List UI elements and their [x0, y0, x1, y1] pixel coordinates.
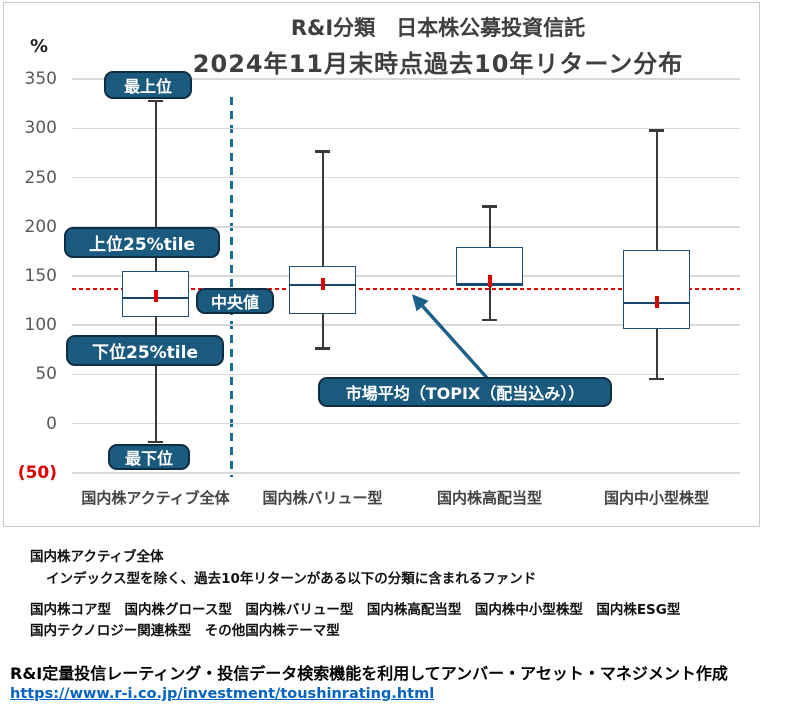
whisker-cap-top [315, 150, 330, 153]
gridline [72, 324, 740, 326]
label-pill-min: 最下位 [108, 444, 190, 470]
y-tick-label: 150 [24, 266, 57, 286]
category-divider-dashed-line [230, 97, 233, 477]
gridline [72, 176, 740, 179]
mean-marker [320, 277, 325, 290]
mean-marker [153, 289, 158, 302]
gridline [72, 226, 740, 228]
whisker-cap-bottom [482, 318, 497, 322]
label-pill-market-average: 市場平均（TOPIX（配当込み）） [318, 377, 612, 407]
y-tick-label: 300 [24, 118, 57, 139]
whisker-line [321, 151, 324, 349]
y-tick-label: 0 [46, 413, 57, 434]
category-label: 国内株高配当型 [436, 489, 542, 507]
footnote-categories-line1: 国内株コア型 国内株グロース型 国内株バリュー型 国内株高配当型 国内株中小型株… [30, 602, 681, 618]
gridline [72, 78, 740, 80]
category-label: 国内中小型株型 [603, 489, 709, 507]
mean-marker [654, 295, 659, 308]
whisker-cap-top [482, 205, 497, 208]
chart-title-line2: 2024年11月末時点過去10年リターン分布 [192, 50, 684, 78]
y-tick-label: (50) [17, 462, 57, 483]
credit-text: R&I定量投信レーティング・投信データ検索機能を利用してアンバー・アセット・マネ… [10, 664, 728, 683]
category-label: 国内株バリュー型 [262, 489, 383, 507]
whisker-cap-bottom [148, 440, 163, 444]
category-label: 国内株アクティブ全体 [81, 489, 230, 507]
box-iqr [289, 266, 356, 315]
y-tick-label: 200 [24, 216, 57, 237]
label-pill-lower-quartile: 下位25%tile [66, 335, 224, 366]
gridline [72, 127, 740, 130]
y-tick-label: 250 [24, 167, 57, 188]
y-tick-label: 100 [24, 315, 57, 336]
footnote-description: インデックス型を除く、過去10年リターンがある以下の分類に含まれるファンド [46, 571, 537, 587]
topix-reference-line [72, 287, 740, 290]
box-iqr [623, 250, 690, 330]
y-tick-label: 50 [35, 364, 57, 385]
y-tick-label: 350 [24, 69, 57, 90]
source-link[interactable]: https://www.r-i.co.jp/investment/toushin… [10, 686, 435, 702]
chart-title-line1: R&I分類 日本株公募投資信託 [290, 16, 586, 40]
gridline [72, 472, 740, 474]
footnote-heading: 国内株アクティブ全体 [30, 549, 164, 565]
footnote-categories-line2: 国内テクノロジー関連株型 その他国内株テーマ型 [30, 623, 340, 639]
label-pill-max: 最上位 [104, 71, 192, 99]
gridline [72, 373, 740, 376]
label-pill-median: 中央値 [196, 288, 274, 314]
whisker-cap-bottom [315, 347, 330, 350]
gridline [72, 275, 740, 277]
y-axis-unit-label: % [30, 36, 49, 57]
gridline [72, 422, 740, 425]
mean-marker [487, 274, 492, 287]
whisker-cap-top [148, 99, 163, 103]
label-pill-upper-quartile: 上位25%tile [64, 227, 220, 258]
whisker-cap-top [649, 129, 664, 132]
whisker-cap-bottom [649, 377, 664, 381]
